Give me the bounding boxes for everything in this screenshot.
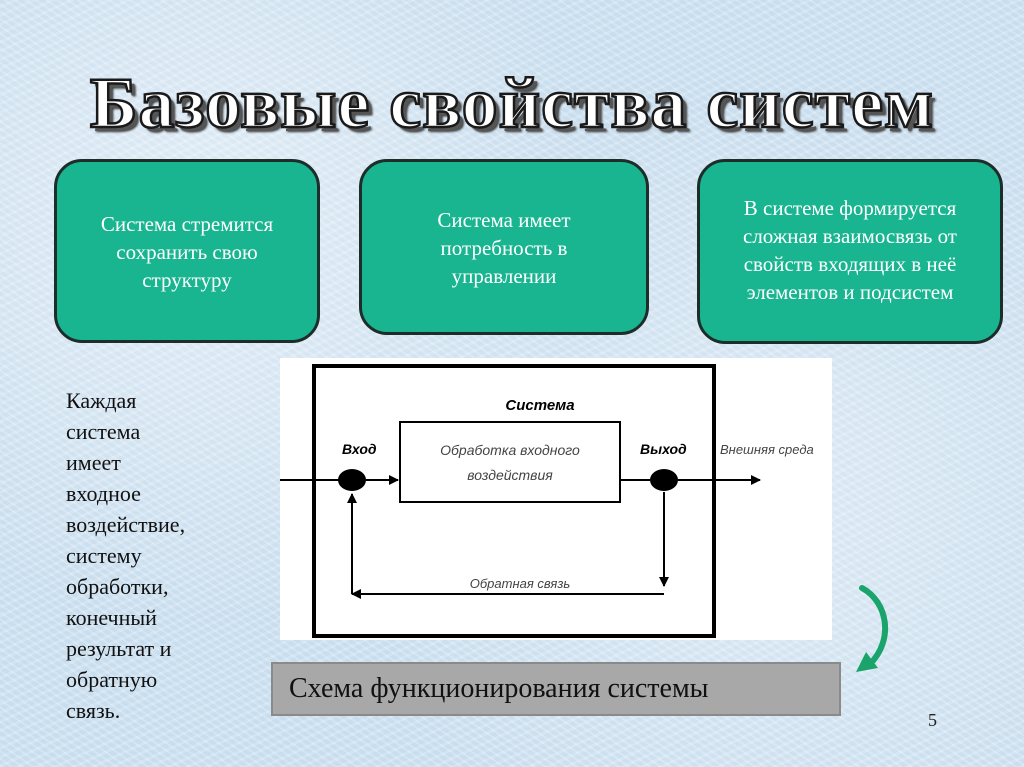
input-node bbox=[338, 469, 366, 491]
processing-label-line2: воздействия bbox=[467, 467, 553, 483]
text-line: система bbox=[66, 419, 141, 444]
text-line: обработки, bbox=[66, 574, 169, 599]
card-line: элементов и подсистем bbox=[746, 280, 954, 304]
card-line: Система стремится bbox=[100, 212, 274, 236]
page-number: 5 bbox=[928, 710, 937, 730]
slide-title: Базовые свойства систем bbox=[89, 62, 935, 145]
card-line: свойств входящих в неё bbox=[743, 252, 957, 276]
text-line: имеет bbox=[66, 450, 121, 475]
system-boundary bbox=[312, 364, 716, 638]
output-node bbox=[650, 469, 678, 491]
text-line: связь. bbox=[66, 698, 121, 723]
card-line: сохранить свою bbox=[116, 240, 258, 264]
card-line: потребность в bbox=[440, 236, 568, 260]
card-line: сложная взаимосвязь от bbox=[743, 224, 957, 248]
property-card-preserve-structure: Система стремится сохранить свою структу… bbox=[54, 159, 320, 343]
text-line: систему bbox=[66, 543, 142, 568]
output-label: Выход bbox=[640, 441, 687, 457]
text-line: воздействие, bbox=[66, 512, 186, 537]
property-card-interrelation: В системе формируется сложная взаимосвяз… bbox=[697, 159, 1003, 344]
card-line: Система имеет bbox=[437, 208, 571, 232]
text-line: Каждая bbox=[66, 388, 137, 413]
card-line: В системе формируется bbox=[743, 196, 957, 220]
system-label: Система bbox=[505, 397, 574, 414]
system-diagram: Система Обработка входного воздействия В… bbox=[280, 358, 832, 640]
card-line: структуру bbox=[142, 268, 232, 292]
environment-label: Внешняя среда bbox=[720, 442, 814, 457]
system-description-text: Каждая система имеет входное воздействие… bbox=[66, 385, 246, 726]
processing-box bbox=[399, 421, 621, 503]
curved-arrow-icon bbox=[856, 585, 889, 672]
card-line: управлении bbox=[451, 264, 557, 288]
diagram-caption: Схема функционирования системы bbox=[271, 662, 841, 716]
text-line: входное bbox=[66, 481, 141, 506]
input-label: Вход bbox=[342, 441, 377, 457]
text-line: результат и bbox=[66, 636, 172, 661]
system-diagram-svg: Система Обработка входного воздействия В… bbox=[280, 364, 814, 638]
processing-label-line1: Обработка входного bbox=[440, 442, 580, 458]
text-line: конечный bbox=[66, 605, 157, 630]
text-line: обратную bbox=[66, 667, 158, 692]
property-card-need-control: Система имеет потребность в управлении bbox=[359, 159, 649, 335]
feedback-label: Обратная связь bbox=[470, 576, 571, 591]
